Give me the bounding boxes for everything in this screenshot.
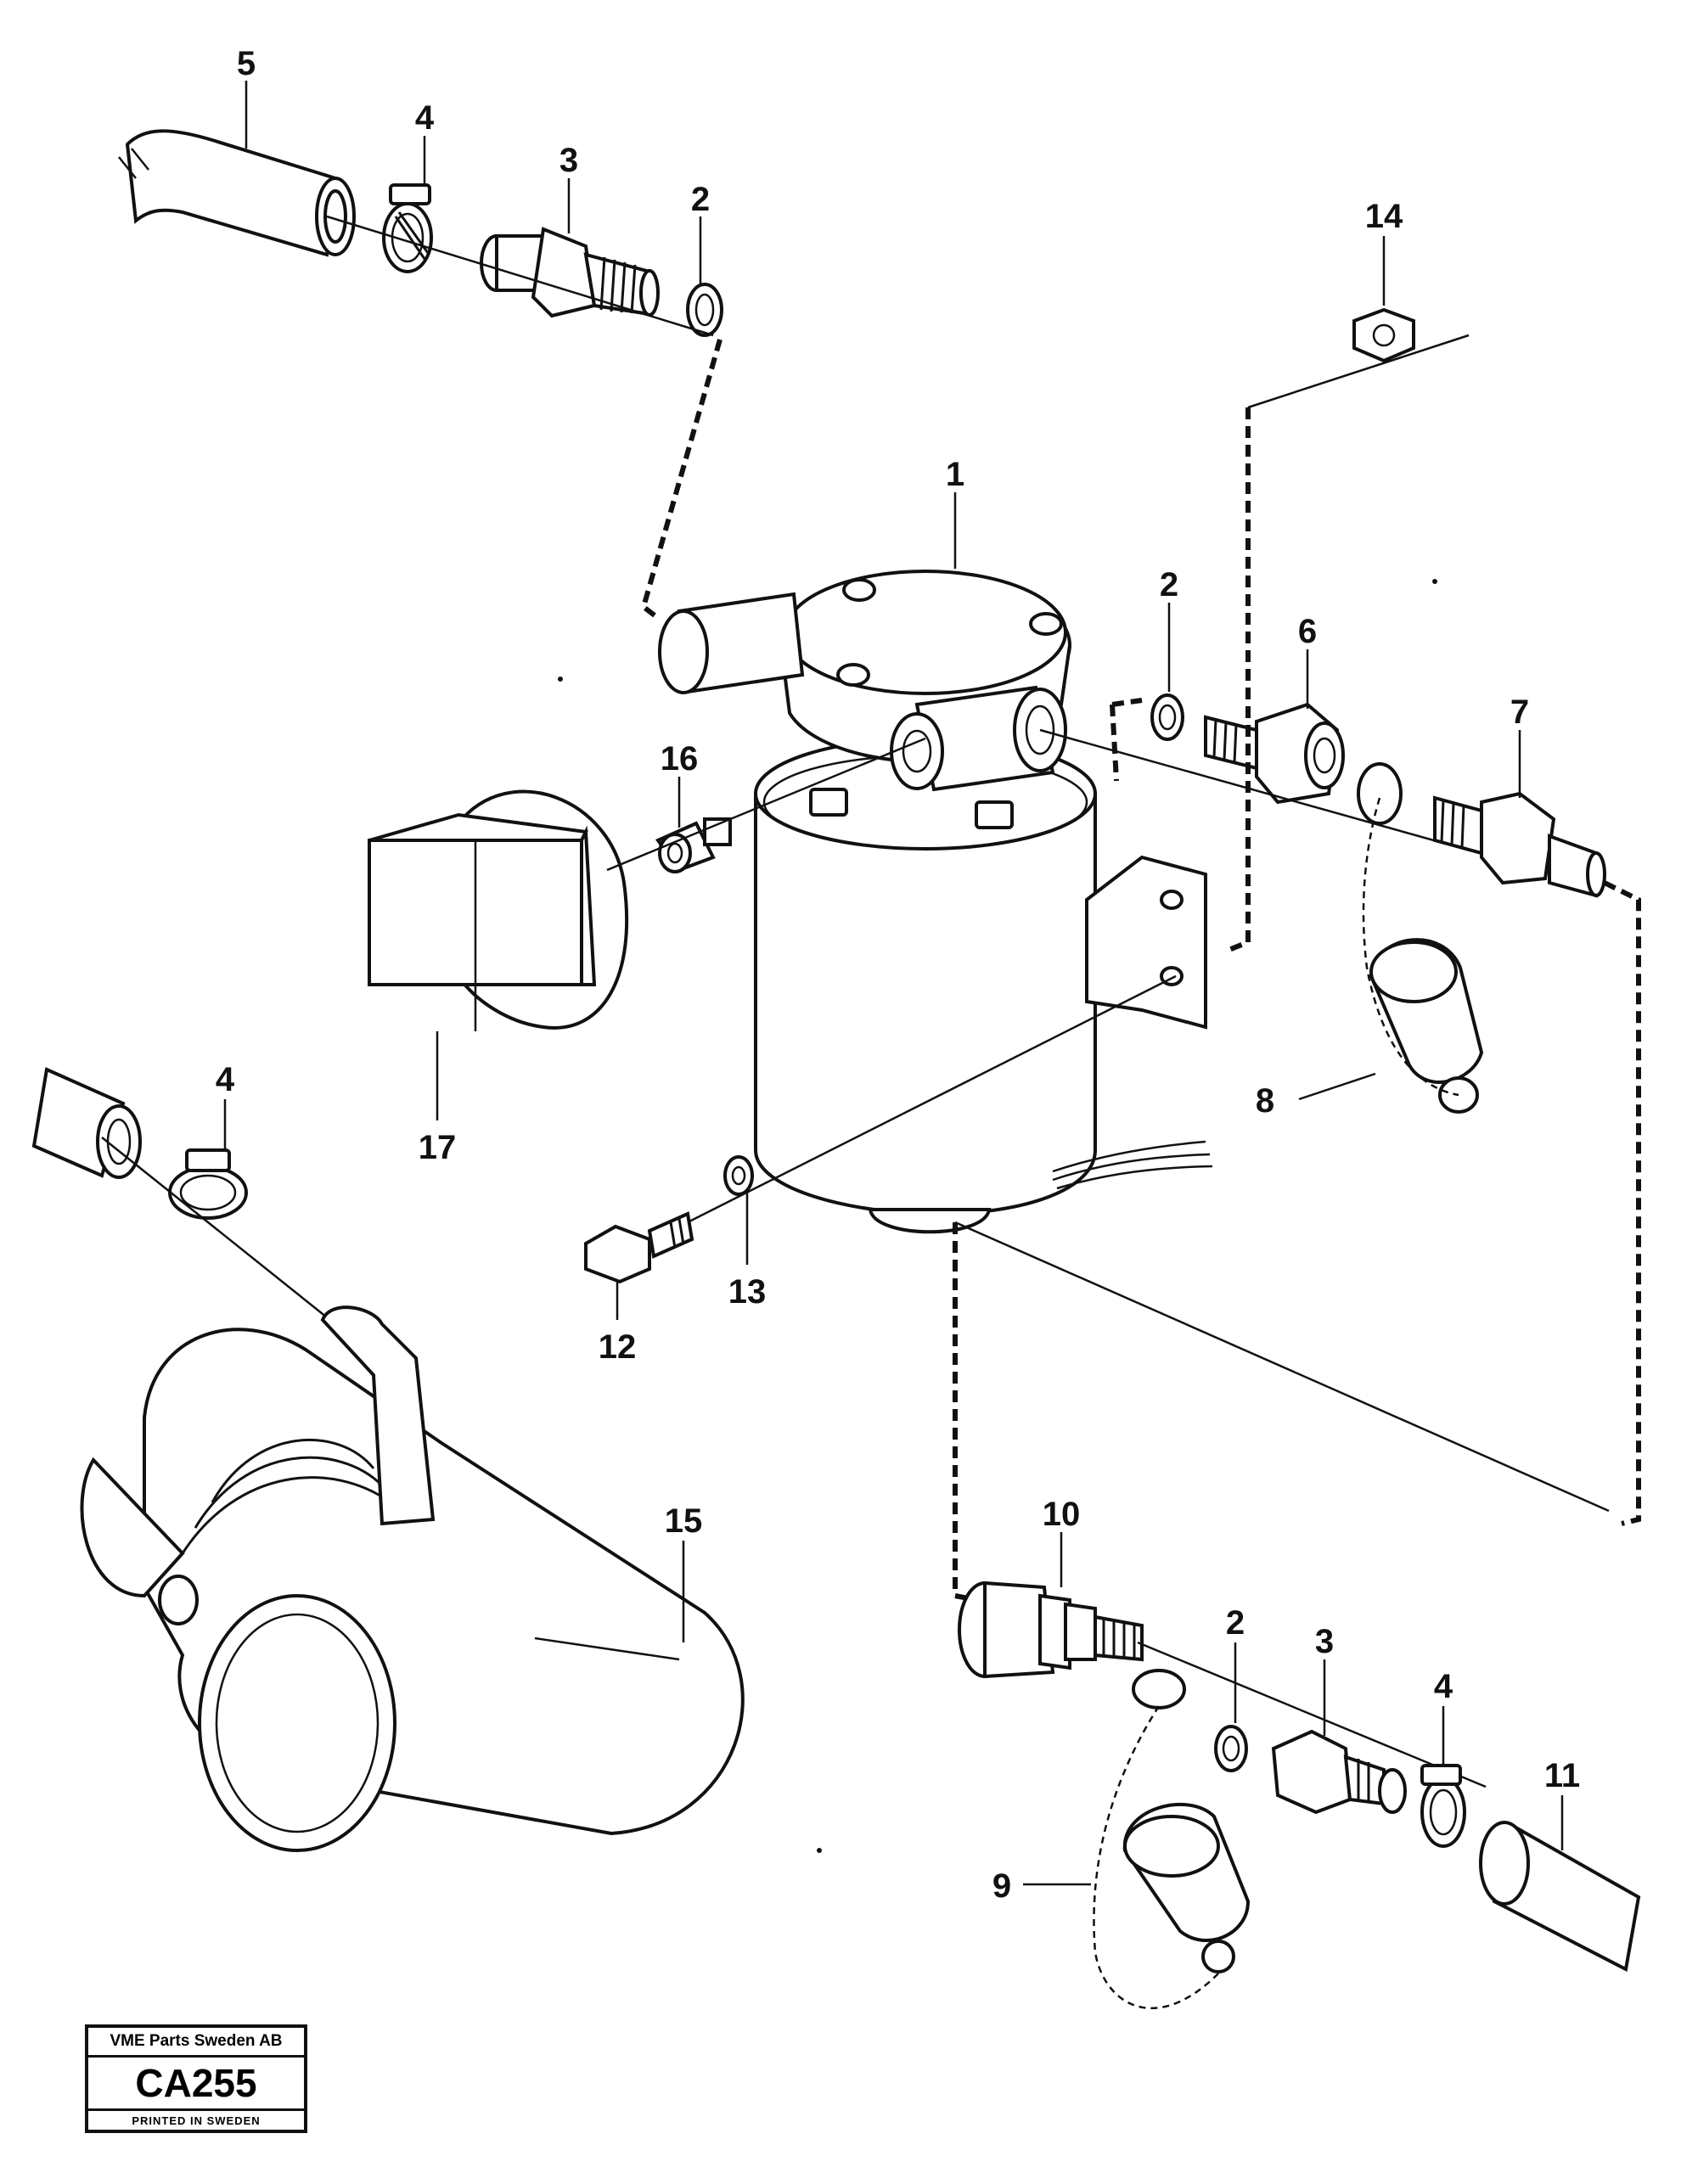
axis-line-left	[101, 1137, 336, 1325]
washer-2-right	[1150, 693, 1184, 741]
callout-2-top: 2	[691, 181, 710, 218]
dashed-connector-bottom	[953, 1222, 977, 1603]
axis-line-16	[606, 737, 926, 872]
hose-left-lower	[31, 1067, 142, 1179]
callout-12: 12	[599, 1328, 637, 1366]
callout-10: 10	[1043, 1496, 1081, 1533]
quick-coupling-10	[958, 1532, 1144, 1679]
dust-cap-8	[1298, 797, 1484, 1114]
air-cleaner-15	[80, 1305, 745, 1852]
callout-5: 5	[237, 45, 256, 82]
drawing-code: CA255	[88, 2058, 304, 2111]
nut-14	[1352, 236, 1415, 363]
dashed-connector-7-10	[1603, 880, 1641, 1526]
dashed-connector-top	[640, 339, 722, 620]
title-block: VME Parts Sweden AB CA255 PRINTED IN SWE…	[85, 2024, 307, 2133]
hose-clamp-4-bottom	[1420, 1706, 1466, 1848]
callout-4-bottom: 4	[1434, 1668, 1453, 1705]
dust-cap-9	[1023, 1669, 1251, 2010]
callout-6: 6	[1298, 613, 1317, 650]
hose-11	[1479, 1795, 1641, 1973]
callout-8: 8	[1256, 1082, 1274, 1120]
company-name: VME Parts Sweden AB	[88, 2028, 304, 2058]
bolt-12	[584, 1211, 694, 1320]
callout-11: 11	[1544, 1757, 1580, 1794]
adapter-nut-16	[655, 817, 732, 873]
stray-dot-right	[1432, 579, 1437, 584]
callout-1: 1	[946, 456, 964, 493]
axis-line-bottom	[1137, 1641, 1487, 1788]
hose-clamp-4-left	[168, 1099, 248, 1220]
callout-7: 7	[1510, 693, 1529, 731]
callout-labels: 5 4 3 2 14 1 2 6 7 16 8 4 17 13 12 15 10…	[216, 45, 1580, 1905]
union-nipple-3-bottom	[1271, 1659, 1407, 1815]
stray-dot-lower	[817, 1848, 822, 1853]
dashed-connector-right	[1110, 698, 1143, 782]
adapter-6	[1204, 702, 1345, 805]
callout-4-top: 4	[415, 99, 435, 137]
callout-14: 14	[1365, 198, 1403, 235]
hose-clamp-4-top	[382, 183, 433, 273]
printed-note: PRINTED IN SWEDEN	[132, 2114, 261, 2127]
axis-line-bottom-diag	[954, 1221, 1610, 1513]
callout-16: 16	[661, 740, 699, 778]
callout-15: 15	[665, 1502, 703, 1540]
callout-2-bottom: 2	[1226, 1604, 1245, 1642]
dashed-connector-14	[1225, 407, 1251, 953]
stray-dot-mid	[558, 677, 563, 682]
washer-2-top	[686, 283, 723, 337]
axis-line-top	[326, 215, 714, 337]
washer-2-bottom	[1214, 1642, 1248, 1772]
callout-3-top: 3	[559, 142, 578, 179]
fuel-pump-1	[658, 570, 1213, 1234]
callout-17: 17	[419, 1129, 457, 1166]
plug-7	[1357, 762, 1606, 898]
callout-9: 9	[992, 1867, 1011, 1905]
hose-5	[118, 129, 356, 257]
callout-13: 13	[728, 1273, 767, 1311]
washer-13	[723, 1155, 754, 1265]
callout-3-bottom: 3	[1315, 1623, 1334, 1660]
callout-4-left: 4	[216, 1061, 235, 1098]
solenoid-17	[368, 789, 629, 1120]
leader-lines	[245, 81, 1521, 828]
axis-line-14	[1247, 334, 1470, 409]
axis-line-13	[687, 974, 1177, 1224]
callout-2-right: 2	[1160, 566, 1178, 604]
